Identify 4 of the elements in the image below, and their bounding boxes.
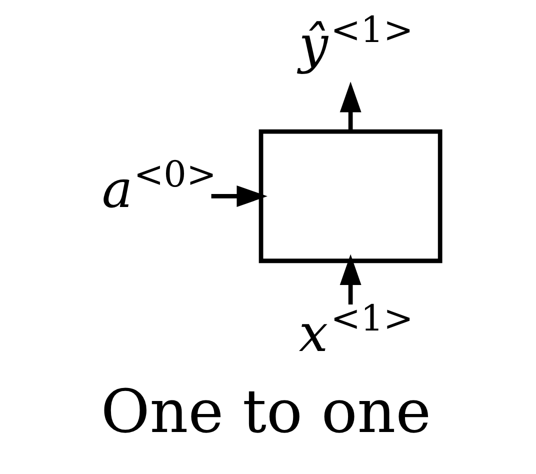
node-text: x$^{<1>}$ <box>298 298 414 364</box>
caption: One to one <box>100 378 432 447</box>
node-text: ŷ$^{<1>}$ <box>298 10 414 76</box>
node-text: a$^{<0>}$ <box>102 154 216 220</box>
